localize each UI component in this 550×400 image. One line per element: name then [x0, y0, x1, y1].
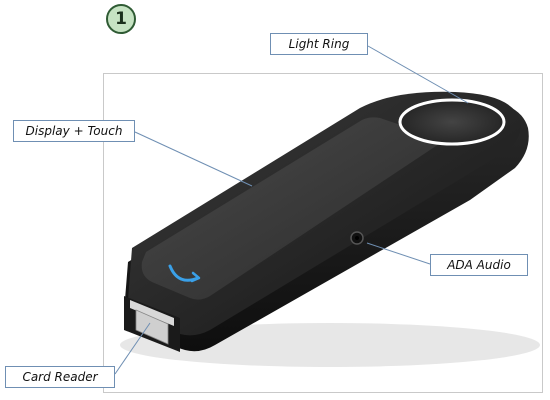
callout-light-ring: Light Ring [270, 33, 368, 55]
light-ring [398, 98, 506, 146]
step-number-badge: 1 [106, 4, 136, 34]
leader-light-ring [367, 45, 469, 104]
card-reader-slot-top [130, 300, 174, 326]
leader-ada-audio [366, 242, 431, 265]
callout-card-reader: Card Reader [5, 366, 115, 388]
leader-display-touch [134, 131, 253, 187]
card-reader-slot [135, 309, 169, 345]
callout-display-touch: Display + Touch [13, 120, 135, 142]
light-ring-pad [400, 100, 504, 144]
ada-audio-jack-hole [355, 236, 359, 240]
leader-card-reader [114, 322, 151, 375]
smile-arrow-head-icon [190, 271, 201, 283]
display-screen [141, 117, 445, 300]
callout-ada-audio: ADA Audio [430, 254, 528, 276]
